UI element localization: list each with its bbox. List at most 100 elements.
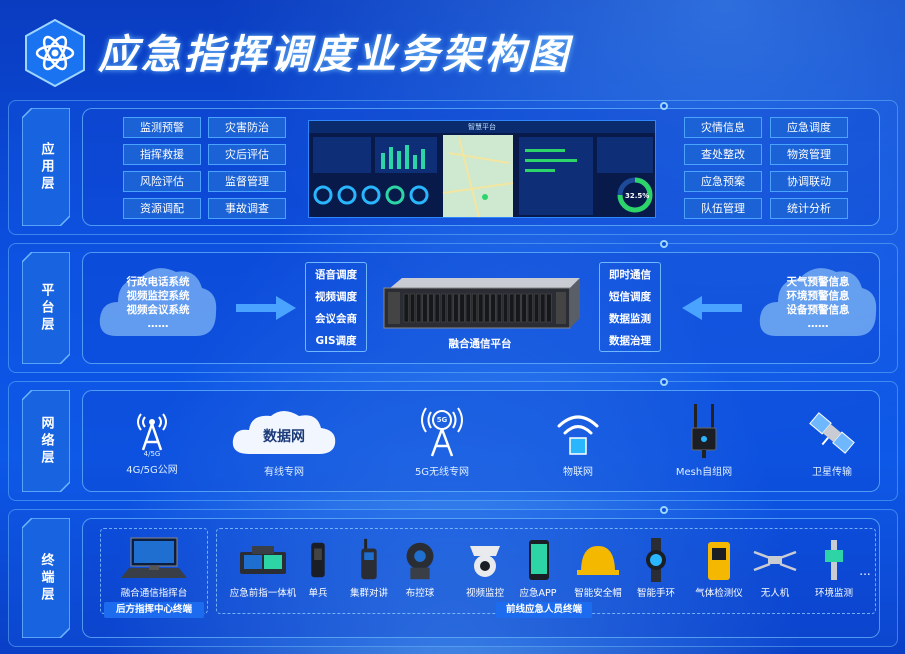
band-dot bbox=[660, 506, 668, 514]
network-label: 物联网 bbox=[563, 467, 593, 478]
application-layer-tab: 应用层 bbox=[22, 108, 70, 226]
smart-helmet-icon bbox=[577, 546, 619, 575]
frontline-terminal-item: 应急APP bbox=[512, 534, 564, 599]
terminal-label: 无人机 bbox=[760, 588, 790, 599]
app-right-button[interactable]: 灾情信息 bbox=[684, 117, 762, 138]
drone-icon bbox=[753, 550, 797, 572]
frontline-terminal-item: 集群对讲 bbox=[345, 534, 393, 599]
terminal-layer-tab: 终端层 bbox=[22, 518, 70, 638]
surveillance-ball-icon bbox=[406, 542, 434, 580]
band-dot bbox=[660, 378, 668, 386]
backend-terminal: 融合通信指挥台 bbox=[104, 534, 204, 599]
left-cloud: 行政电话系统 视频监控系统 视频会议系统 …… bbox=[96, 258, 220, 348]
dashboard-screenshot: 智慧平台 32.5% bbox=[308, 120, 656, 218]
iot-wifi-icon bbox=[557, 415, 599, 455]
left-cloud-line: 行政电话系统 bbox=[126, 276, 190, 288]
network-label: Mesh自组网 bbox=[675, 467, 733, 478]
application-layer-label: 应用层 bbox=[38, 141, 54, 193]
function-item: 视频调度 bbox=[315, 291, 357, 303]
network-label: 4G/5G公网 bbox=[126, 465, 178, 476]
server-icon bbox=[380, 270, 580, 334]
app-right-button[interactable]: 队伍管理 bbox=[684, 198, 762, 219]
frontline-terminal-item: 环境监测 bbox=[806, 534, 862, 599]
right-function-box bbox=[599, 262, 661, 352]
app-right-button[interactable]: 物资管理 bbox=[770, 144, 848, 165]
terminal-label: 单兵 bbox=[308, 588, 328, 599]
frontline-terminal-item: 布控球 bbox=[396, 534, 444, 599]
left-cloud-line: 视频监控系统 bbox=[126, 290, 190, 302]
function-item: 数据监测 bbox=[609, 313, 651, 325]
app-right-button[interactable]: 应急预案 bbox=[684, 171, 762, 192]
app-right-button[interactable]: 应急调度 bbox=[770, 117, 848, 138]
server-label: 融合通信平台 bbox=[448, 338, 512, 350]
soldier-device-icon bbox=[311, 542, 325, 578]
antenna-icon bbox=[137, 413, 167, 451]
function-item: 数据治理 bbox=[609, 335, 651, 347]
walkie-talkie-icon bbox=[361, 538, 377, 580]
app-right-button[interactable]: 查处整改 bbox=[684, 144, 762, 165]
integrated-command-icon bbox=[240, 546, 286, 574]
atom-logo-icon bbox=[20, 18, 90, 88]
network-item-mesh: Mesh自组网 bbox=[644, 402, 764, 478]
function-item: 语音调度 bbox=[315, 269, 357, 281]
app-left-button[interactable]: 事故调查 bbox=[208, 198, 286, 219]
backend-terminal-tag: 后方指挥中心终端 bbox=[104, 602, 204, 618]
platform-layer-tab: 平台层 bbox=[22, 252, 70, 364]
left-arrow-icon bbox=[682, 296, 742, 320]
band-dot bbox=[660, 240, 668, 248]
app-left-button[interactable]: 灾后评估 bbox=[208, 144, 286, 165]
app-left-button[interactable]: 资源调配 bbox=[123, 198, 201, 219]
frontline-terminal-item: 应急前指一体机 bbox=[228, 534, 298, 599]
band-dot bbox=[660, 102, 668, 110]
5g-sublabel: 5G bbox=[436, 416, 448, 424]
function-item: GIS调度 bbox=[315, 335, 357, 347]
right-cloud-line: 设备预警信息 bbox=[786, 304, 850, 316]
dashboard-title: 智慧平台 bbox=[309, 121, 655, 133]
backend-terminal-label: 融合通信指挥台 bbox=[120, 588, 188, 599]
network-label: 5G无线专网 bbox=[414, 467, 470, 478]
frontline-terminal-item: 无人机 bbox=[748, 534, 802, 599]
terminal-label: 环境监测 bbox=[814, 588, 853, 599]
terminal-layer-panel bbox=[82, 518, 880, 638]
frontline-terminal-item: 视频监控 bbox=[456, 534, 514, 599]
platform-layer-label: 平台层 bbox=[38, 282, 54, 334]
frontline-terminal-tag: 前线应急人员终端 bbox=[496, 602, 592, 618]
cloud-sublabel: 数据网 bbox=[263, 429, 305, 445]
dashboard-gauge-value: 32.5% bbox=[625, 192, 650, 200]
right-cloud-line: 天气预警信息 bbox=[786, 276, 850, 288]
terminal-label: 应急前指一体机 bbox=[229, 588, 297, 599]
terminal-label: 智能手环 bbox=[636, 588, 675, 599]
frontline-terminal-item: 单兵 bbox=[294, 534, 342, 599]
function-item: 短信调度 bbox=[609, 291, 651, 303]
app-left-button[interactable]: 风险评估 bbox=[123, 171, 201, 192]
network-label: 卫星传输 bbox=[812, 467, 852, 478]
right-cloud-line: …… bbox=[807, 318, 829, 330]
app-left-button[interactable]: 指挥救援 bbox=[123, 144, 201, 165]
gas-detector-icon bbox=[708, 542, 730, 580]
left-cloud-line: 视频会议系统 bbox=[126, 304, 190, 316]
antenna-sublabel: 4/5G bbox=[143, 450, 161, 458]
right-arrow-icon bbox=[236, 296, 296, 320]
network-label: 有线专网 bbox=[264, 467, 304, 478]
environment-monitor-icon bbox=[825, 540, 843, 580]
command-console-icon bbox=[121, 537, 187, 578]
network-item-iot: 物联网 bbox=[518, 402, 638, 478]
terminal-label: 智能安全帽 bbox=[574, 588, 622, 599]
app-left-button[interactable]: 灾害防治 bbox=[208, 117, 286, 138]
terminal-label: 视频监控 bbox=[465, 588, 504, 599]
app-left-button[interactable]: 监测预警 bbox=[123, 117, 201, 138]
5g-tower-icon bbox=[421, 407, 463, 457]
terminal-label: 布控球 bbox=[405, 588, 435, 599]
function-item: 会议会商 bbox=[315, 313, 357, 325]
left-function-box bbox=[305, 262, 367, 352]
network-layer-panel bbox=[82, 390, 880, 492]
right-cloud-line: 环境预警信息 bbox=[786, 290, 850, 302]
network-item-5g-private: 5G 5G无线专网 bbox=[382, 402, 502, 478]
app-right-button[interactable]: 统计分析 bbox=[770, 198, 848, 219]
app-left-button[interactable]: 监督管理 bbox=[208, 171, 286, 192]
satellite-icon bbox=[809, 412, 855, 454]
network-item-4g5g: 4/5G 4G/5G公网 bbox=[92, 402, 212, 476]
cloud-icon bbox=[232, 411, 336, 454]
app-right-button[interactable]: 协调联动 bbox=[770, 171, 848, 192]
video-camera-icon bbox=[470, 546, 500, 577]
